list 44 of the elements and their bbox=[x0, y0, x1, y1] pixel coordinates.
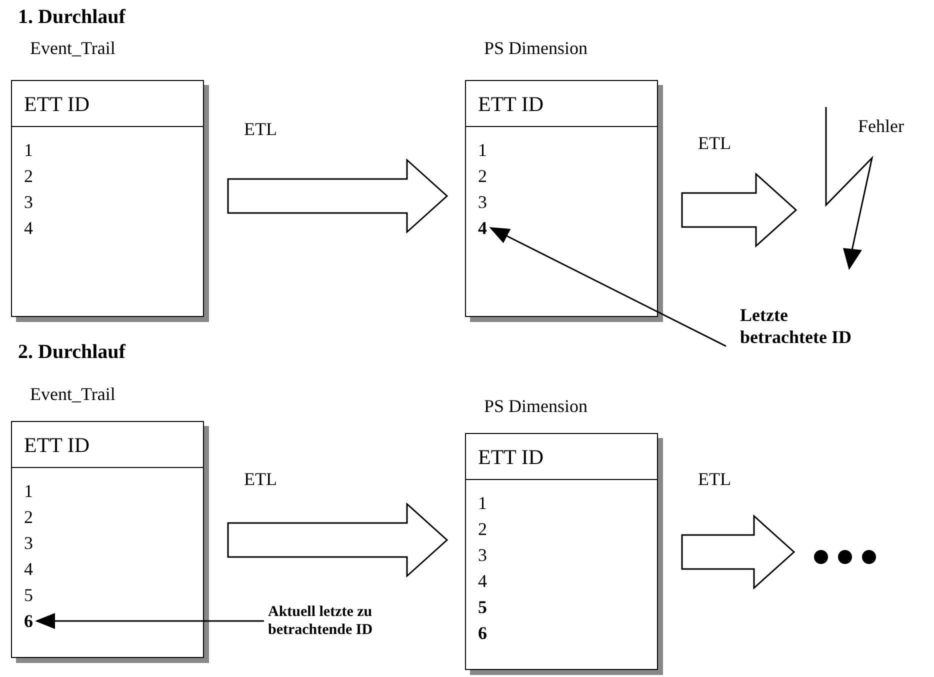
id-value: 2 bbox=[24, 506, 33, 528]
edge-label: ETL bbox=[698, 133, 731, 154]
id-value: 2 bbox=[478, 518, 487, 540]
id-value: 1 bbox=[24, 480, 33, 502]
error-label: Fehler bbox=[858, 116, 904, 137]
note-text: Aktuell letzte zu betrachtende ID bbox=[268, 603, 418, 639]
id-value: 6 bbox=[24, 610, 33, 632]
column-header: ETT ID bbox=[12, 81, 203, 127]
table-title: PS Dimension bbox=[484, 396, 588, 417]
id-value: 4 bbox=[478, 217, 487, 239]
leader-arrow bbox=[35, 613, 264, 629]
edge-label: ETL bbox=[698, 469, 731, 490]
ellipsis-icon bbox=[812, 548, 878, 566]
id-value: 4 bbox=[24, 558, 33, 580]
section-heading: 1. Durchlauf bbox=[18, 6, 126, 29]
block-arrow bbox=[227, 158, 448, 234]
id-value: 4 bbox=[24, 217, 33, 239]
id-value: 1 bbox=[24, 139, 33, 161]
column-header: ETT ID bbox=[12, 422, 203, 468]
table-title: Event_Trail bbox=[30, 38, 116, 59]
id-value: 1 bbox=[478, 139, 487, 161]
table-title: Event_Trail bbox=[30, 384, 116, 405]
table-title: PS Dimension bbox=[484, 38, 588, 59]
leader-arrow bbox=[489, 227, 726, 347]
id-value: 3 bbox=[478, 191, 487, 213]
id-value: 2 bbox=[478, 165, 487, 187]
id-value: 1 bbox=[478, 492, 487, 514]
id-value: 5 bbox=[24, 584, 33, 606]
edge-label: ETL bbox=[244, 469, 277, 490]
id-value: 5 bbox=[478, 596, 487, 618]
edge-label: ETL bbox=[244, 119, 277, 140]
id-value: 6 bbox=[478, 622, 487, 644]
id-value: 3 bbox=[478, 544, 487, 566]
column-header: ETT ID bbox=[466, 434, 657, 480]
section-heading: 2. Durchlauf bbox=[18, 341, 126, 364]
id-value: 3 bbox=[24, 532, 33, 554]
block-arrow bbox=[681, 514, 796, 590]
block-arrow bbox=[681, 172, 798, 248]
id-value: 3 bbox=[24, 191, 33, 213]
id-value: 2 bbox=[24, 165, 33, 187]
block-arrow bbox=[227, 502, 448, 578]
column-header: ETT ID bbox=[466, 81, 657, 127]
note-text: Letzte betrachtete ID bbox=[740, 305, 865, 348]
id-value: 4 bbox=[478, 570, 487, 592]
